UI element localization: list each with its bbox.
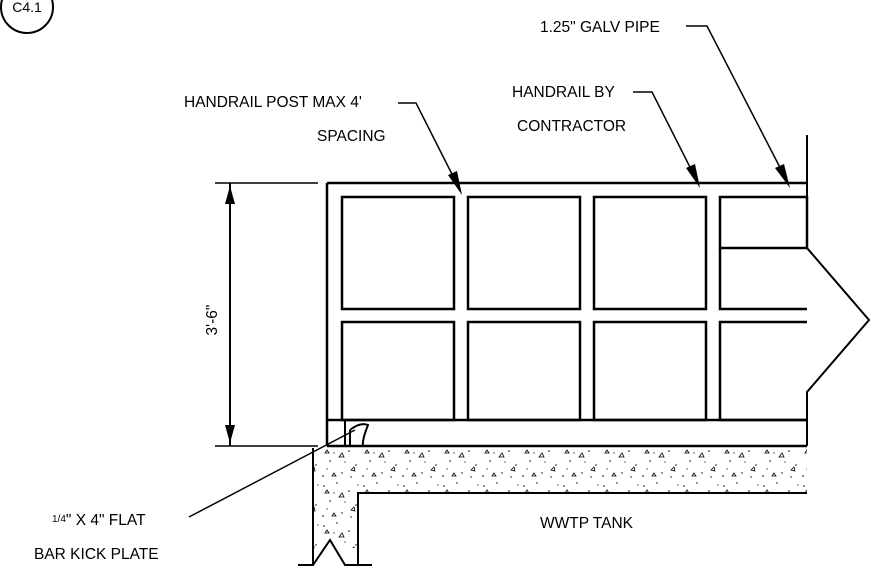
handrail-panels — [340, 195, 809, 422]
panel-r2-c4 — [718, 320, 807, 422]
panel-r1-c2 — [466, 195, 582, 311]
galv-pipe-label: 1.25" GALV PIPE — [540, 19, 660, 36]
handrail-by-label-line2: CONTRACTOR — [517, 118, 626, 135]
annotations: 1.25" GALV PIPE HANDRAIL BY CONTRACTOR H… — [34, 19, 660, 563]
kick-plate-label-line2: BAR KICK PLATE — [34, 546, 159, 563]
concrete-hatch — [313, 448, 807, 548]
panel-r1-c4-bottom — [718, 248, 807, 311]
panel-r1-c1 — [340, 195, 456, 311]
post-spacing-label-line1: HANDRAIL POST MAX 4' — [184, 94, 362, 111]
panel-r2-c2 — [466, 320, 582, 422]
kick-plate-label-line1: 1/4" X 4" FLAT — [52, 512, 146, 529]
height-dimension: 3'-6" — [204, 182, 318, 447]
handrail-by-label-line1: HANDRAIL BY — [512, 84, 615, 101]
kick-plate-fraction: 1/4 — [52, 514, 66, 525]
concrete-section — [298, 448, 807, 566]
wall-break-line — [298, 538, 372, 566]
tank-inner-face — [357, 492, 807, 548]
leaders — [188, 25, 790, 518]
tank-label: WWTP TANK — [540, 515, 634, 532]
kick-plate-size: " X 4" FLAT — [66, 512, 146, 529]
panel-r2-c3 — [592, 320, 708, 422]
post-spacing-label-line2: SPACING — [317, 128, 386, 145]
detail-tag-label: C4.1 — [12, 0, 42, 15]
detail-tag: C4.1 — [0, 0, 54, 34]
height-dimension-label: 3'-6" — [204, 305, 221, 336]
panel-r2-c1 — [340, 320, 456, 422]
panel-r1-c4 — [718, 195, 809, 250]
panel-r1-c3 — [592, 195, 708, 311]
break-line — [806, 135, 871, 420]
